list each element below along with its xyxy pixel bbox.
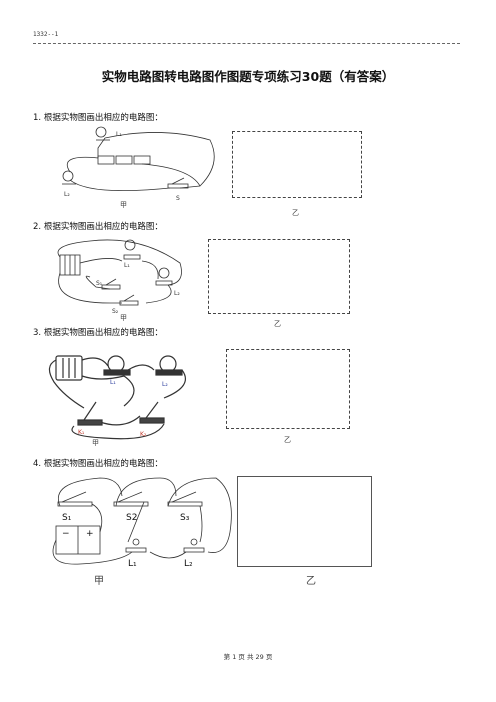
question-2-text: 根据实物图画出相应的电路图： bbox=[43, 222, 163, 232]
q2-label-s1: S₁ bbox=[96, 280, 103, 287]
question-2-number: 2. bbox=[33, 222, 42, 232]
q4-label-s3: S₃ bbox=[180, 513, 190, 523]
page-title: 实物电路图转电路图作图题专项练习30题（有答案） bbox=[101, 69, 395, 84]
q3-label-k1: K₁ bbox=[78, 429, 85, 436]
question-4-number: 4. bbox=[33, 459, 42, 469]
question-2-label-right: 乙 bbox=[274, 320, 281, 328]
question-4-label-right: 乙 bbox=[306, 576, 316, 587]
q1-label-l2: L₂ bbox=[64, 191, 70, 198]
question-2-answer-box[interactable] bbox=[208, 239, 350, 314]
q1-label-s: S bbox=[176, 195, 180, 202]
q3-label-l1: L₁ bbox=[110, 379, 116, 386]
question-4: 4. 根据实物图画出相应的电路图： bbox=[33, 457, 163, 469]
q4-label-l1: L₁ bbox=[128, 559, 137, 569]
q4-label-s1: S₁ bbox=[62, 513, 72, 523]
question-1-number: 1. bbox=[33, 113, 42, 123]
q3-label-k2: K₂ bbox=[140, 431, 147, 438]
question-3-answer-box[interactable] bbox=[226, 349, 350, 429]
question-4-circuit-figure: S₁ S2 S₃ L₁ L₂ − + bbox=[52, 477, 232, 569]
question-2-label-left: 甲 bbox=[120, 314, 127, 322]
question-3-circuit-figure: L₁ L₂ K₁ K₂ bbox=[48, 355, 186, 440]
page-footer: 第 1 页 共 29 页 bbox=[223, 653, 273, 661]
question-1-label-right: 乙 bbox=[292, 209, 299, 217]
question-3-text: 根据实物图画出相应的电路图： bbox=[43, 328, 163, 338]
question-3-number: 3. bbox=[33, 328, 42, 338]
q2-label-s2: S₂ bbox=[112, 308, 119, 315]
question-1-text: 根据实物图画出相应的电路图： bbox=[43, 113, 163, 123]
q3-label-l2: L₂ bbox=[162, 381, 168, 388]
question-4-answer-box[interactable] bbox=[237, 476, 372, 567]
header-code: 1332--1 bbox=[33, 31, 59, 38]
question-4-label-left: 甲 bbox=[94, 576, 104, 587]
question-2-circuit-figure: L₁ L₂ S₁ S₂ bbox=[57, 239, 182, 315]
q2-label-l1: L₁ bbox=[124, 262, 130, 269]
question-3: 3. 根据实物图画出相应的电路图： bbox=[33, 326, 163, 338]
q4-battery-plus: + bbox=[86, 529, 94, 539]
question-1-circuit-figure: L₁ L₂ S bbox=[62, 126, 215, 202]
q1-label-l1: L₁ bbox=[116, 131, 122, 138]
question-3-label-right: 乙 bbox=[284, 436, 291, 444]
question-2: 2. 根据实物图画出相应的电路图： bbox=[33, 220, 163, 232]
question-4-text: 根据实物图画出相应的电路图： bbox=[43, 459, 163, 469]
q4-battery-minus: − bbox=[62, 529, 70, 539]
question-1: 1. 根据实物图画出相应的电路图： bbox=[33, 111, 163, 123]
question-3-label-left: 甲 bbox=[92, 439, 99, 447]
header-divider bbox=[33, 43, 460, 44]
q4-label-l2: L₂ bbox=[184, 559, 193, 569]
question-1-label-left: 甲 bbox=[120, 201, 127, 209]
q4-label-s2: S2 bbox=[126, 513, 137, 523]
q2-label-l2: L₂ bbox=[174, 290, 180, 297]
question-1-answer-box[interactable] bbox=[232, 131, 362, 198]
